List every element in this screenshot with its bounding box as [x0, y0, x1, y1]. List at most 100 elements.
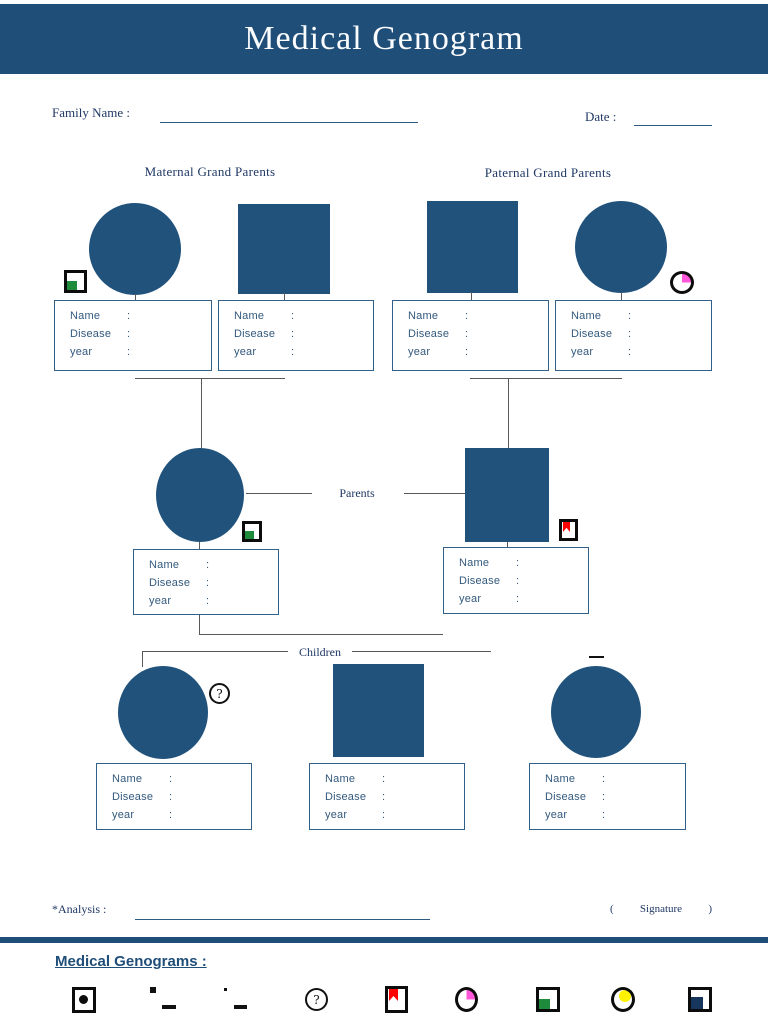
disease-label: Disease: [325, 791, 367, 803]
year-label: year: [70, 346, 93, 358]
child-2-square: [333, 664, 424, 757]
colon: :: [516, 593, 520, 605]
yellow-dot-circle-icon: [611, 987, 635, 1012]
page-title: Medical Genogram: [244, 20, 524, 57]
colon: :: [628, 328, 632, 340]
info-box-father: Name: Disease: year:: [443, 547, 589, 614]
navy-corner-square-icon: [688, 987, 712, 1012]
name-label: Name: [70, 310, 101, 322]
name-label: Name: [571, 310, 602, 322]
colon: :: [465, 328, 469, 340]
info-box-paternal-grandmother: Name: Disease: year:: [555, 300, 712, 371]
name-label: Name: [545, 773, 576, 785]
disease-label: Disease: [571, 328, 613, 340]
children-rail-drop: [142, 651, 143, 667]
black-dot-square-icon: [72, 987, 96, 1013]
disease-label: Disease: [459, 575, 501, 587]
dot-dash-marks-icon: [224, 988, 227, 991]
analysis-input-line[interactable]: [135, 919, 430, 920]
date-label: Date :: [585, 109, 617, 124]
colon: :: [602, 809, 606, 821]
colon: :: [291, 346, 295, 358]
disease-label: Disease: [545, 791, 587, 803]
connector-tick: [284, 293, 285, 301]
children-rail-right: [352, 651, 491, 652]
square-dash-marks-icon: [162, 1005, 176, 1009]
info-box-child-2: Name: Disease: year:: [309, 763, 465, 830]
name-label: Name: [149, 559, 180, 571]
colon: :: [628, 310, 632, 322]
disease-label: Disease: [112, 791, 154, 803]
parents-left-line: [246, 493, 312, 494]
colon: :: [516, 557, 520, 569]
header-bar: Medical Genogram: [0, 4, 768, 74]
year-label: year: [149, 595, 172, 607]
paternal-grandfather-square: [427, 201, 518, 293]
green-corner-status-icon: [242, 521, 262, 542]
parents-cross-line: [199, 634, 443, 635]
children-rail-left: [142, 651, 288, 652]
info-box-maternal-grandfather: Name: Disease: year:: [218, 300, 374, 371]
red-flag-status-icon: [559, 519, 578, 541]
paren-open: (: [610, 903, 614, 915]
paternal-grandmother-circle: [575, 201, 667, 293]
colon: :: [206, 577, 210, 589]
info-box-paternal-grandfather: Name: Disease: year:: [392, 300, 549, 371]
maternal-grandmother-circle: [89, 203, 181, 295]
info-box-maternal-grandmother: Name: Disease: year:: [54, 300, 212, 371]
date-input-line[interactable]: [634, 125, 712, 126]
disease-label: Disease: [70, 328, 112, 340]
colon: :: [169, 773, 173, 785]
analysis-label: *Analysis :: [52, 902, 107, 916]
name-label: Name: [408, 310, 439, 322]
year-label: year: [545, 809, 568, 821]
square-dash-marks-icon: [150, 987, 156, 993]
father-square: [465, 448, 549, 542]
signature-label: Signature: [639, 903, 683, 915]
year-label: year: [112, 809, 135, 821]
connector-tick: [199, 542, 200, 549]
dot-dash-marks-icon: [234, 1005, 247, 1009]
family-name-label: Family Name :: [52, 105, 130, 120]
paternal-grandparents-title: Paternal Grand Parents: [484, 165, 612, 180]
connector-tick: [135, 294, 136, 301]
info-box-child-1: Name: Disease: year:: [96, 763, 252, 830]
colon: :: [382, 791, 386, 803]
paren-close: ): [708, 903, 712, 915]
colon: :: [169, 791, 173, 803]
maternal-union-line: [135, 378, 285, 379]
year-label: year: [325, 809, 348, 821]
colon: :: [382, 773, 386, 785]
legend-title: Medical Genograms :: [55, 953, 207, 970]
colon: :: [206, 559, 210, 571]
name-label: Name: [459, 557, 490, 569]
colon: :: [465, 346, 469, 358]
parents-label: Parents: [339, 486, 375, 500]
question-mark-icon: ?: [209, 683, 230, 704]
signature-area: ( Signature ): [610, 903, 712, 915]
maternal-descent-line: [201, 379, 202, 449]
maternal-grandfather-square: [238, 204, 330, 294]
colon: :: [465, 310, 469, 322]
green-corner-status-icon: [64, 270, 87, 293]
footer-divider: [0, 937, 768, 943]
red-flag-square-icon: [385, 986, 408, 1013]
connector-tick: [621, 292, 622, 301]
connector-tick: [471, 292, 472, 301]
info-box-mother: Name: Disease: year:: [133, 549, 279, 615]
disease-label: Disease: [408, 328, 450, 340]
family-name-input-line[interactable]: [160, 122, 418, 123]
children-label: Children: [299, 645, 341, 659]
colon: :: [127, 346, 131, 358]
name-label: Name: [325, 773, 356, 785]
year-label: year: [408, 346, 431, 358]
disease-label: Disease: [149, 577, 191, 589]
colon: :: [516, 575, 520, 587]
colon: :: [602, 791, 606, 803]
info-box-child-3: Name: Disease: year:: [529, 763, 686, 830]
mother-circle: [156, 448, 244, 542]
parents-right-line: [404, 493, 465, 494]
pink-quarter-status-icon: [670, 271, 694, 294]
year-label: year: [234, 346, 257, 358]
